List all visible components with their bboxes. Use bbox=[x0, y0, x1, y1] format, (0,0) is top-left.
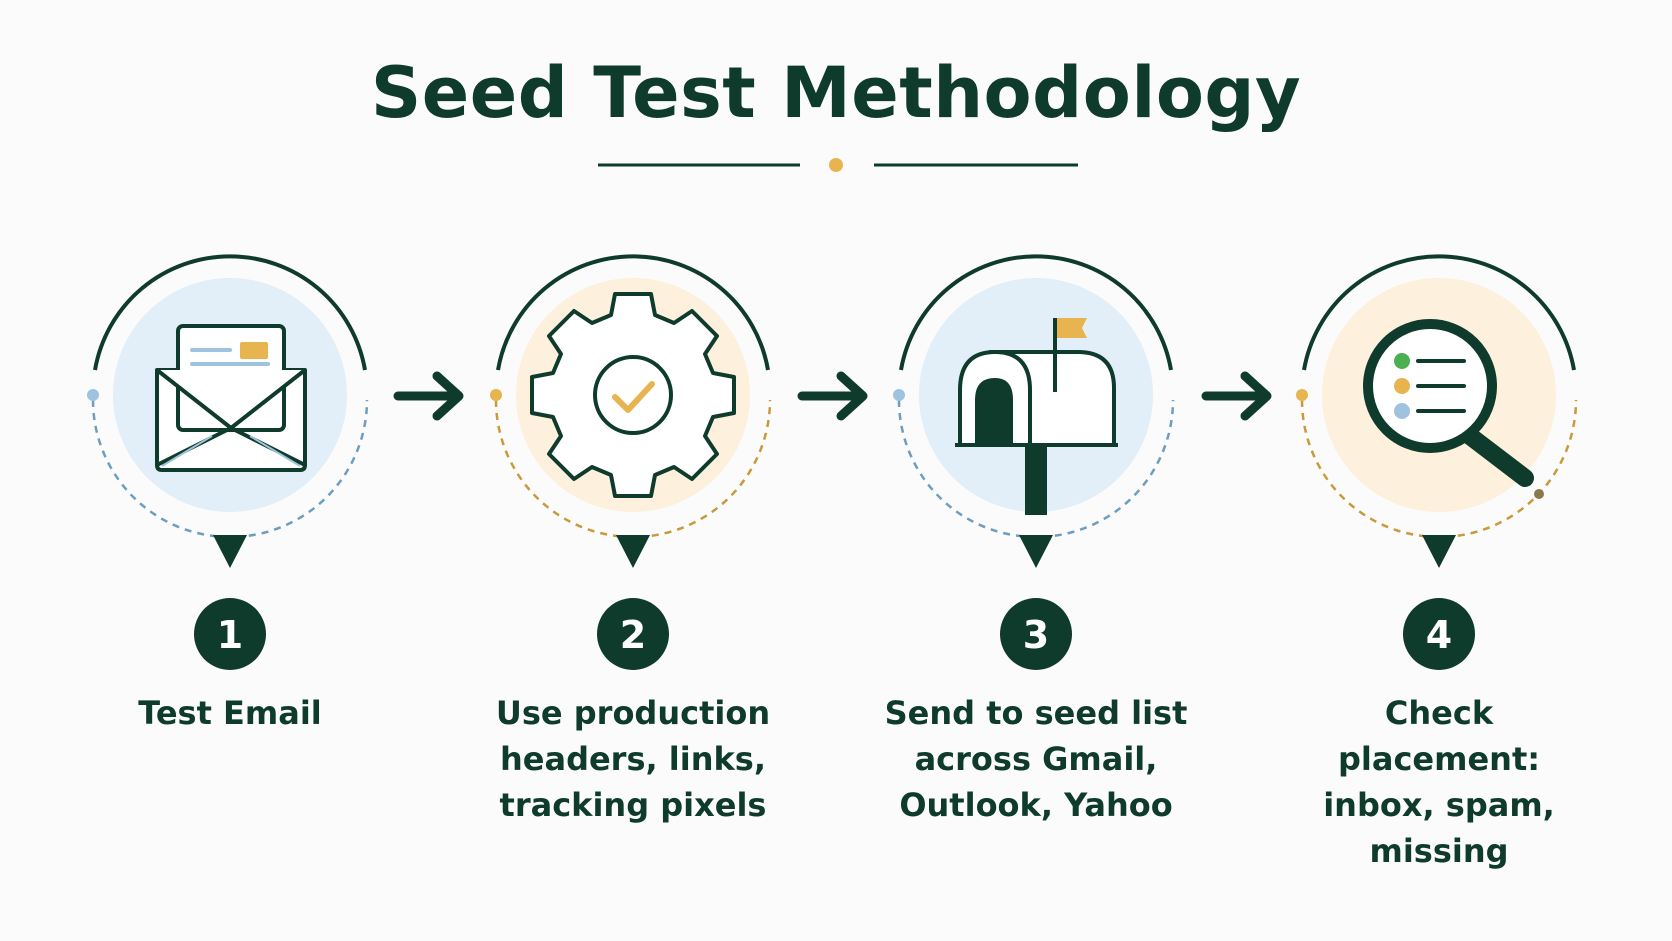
open-envelope-icon bbox=[155, 324, 307, 472]
step-3-label: Send to seed list across Gmail, Outlook,… bbox=[884, 694, 1188, 824]
step-number-badge: 2 bbox=[597, 598, 669, 670]
mailbox-icon bbox=[955, 318, 1118, 515]
step-number: 1 bbox=[217, 613, 243, 657]
step-4: 4 bbox=[1296, 254, 1578, 670]
step-number: 2 bbox=[620, 613, 646, 657]
step-2-label: Use production headers, links, tracking … bbox=[495, 694, 771, 824]
step-number-badge: 3 bbox=[1000, 598, 1072, 670]
step-2: 2 bbox=[490, 254, 772, 670]
step-1: 1 bbox=[87, 254, 369, 670]
step-1-label: Test Email bbox=[138, 694, 322, 732]
step-number-badge: 1 bbox=[194, 598, 266, 670]
step-number: 4 bbox=[1426, 613, 1452, 657]
step-number: 3 bbox=[1023, 613, 1049, 657]
title-divider bbox=[598, 158, 1078, 172]
page-title: Seed Test Methodology bbox=[370, 52, 1302, 134]
step-4-label: Check placement: inbox, spam, missing bbox=[1323, 694, 1555, 870]
arrow-right-icon bbox=[797, 371, 868, 421]
step-3: 3 bbox=[893, 254, 1175, 670]
magnifier-list-icon bbox=[1363, 319, 1544, 499]
arrow-right-icon bbox=[393, 371, 464, 421]
gear-check-icon bbox=[530, 292, 736, 498]
arrow-right-icon bbox=[1201, 371, 1272, 421]
step-number-badge: 4 bbox=[1403, 598, 1475, 670]
